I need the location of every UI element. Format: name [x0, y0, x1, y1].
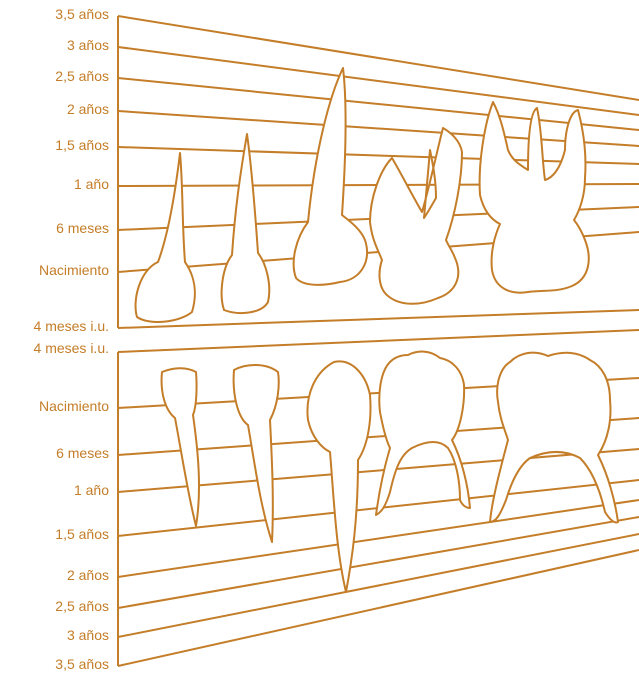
- upper-line-4m-iu: [118, 310, 639, 328]
- lower-label-4m-iu: 4 meses i.u.: [34, 340, 109, 356]
- lower-line-3-5: [118, 550, 639, 666]
- upper-label-2: 2 años: [67, 101, 109, 117]
- upper-tooth-central-incisor: [136, 153, 195, 322]
- lower-teeth-group: [162, 352, 618, 592]
- lower-line-3: [118, 534, 639, 637]
- upper-tooth-first-molar: [370, 128, 462, 304]
- upper-tooth-canine: [294, 68, 367, 285]
- lower-label-3-5: 3,5 años: [55, 656, 109, 672]
- upper-line-2: [118, 111, 639, 146]
- upper-label-birth: Nacimiento: [39, 262, 109, 278]
- upper-label-1: 1 año: [74, 176, 109, 192]
- lower-tooth-central-incisor: [162, 368, 199, 526]
- upper-label-3-5: 3,5 años: [55, 6, 109, 22]
- upper-teeth-group: [136, 68, 589, 322]
- lower-label-1: 1 año: [74, 482, 109, 498]
- lower-tooth-first-molar: [376, 352, 470, 515]
- lower-label-6m: 6 meses: [56, 445, 109, 461]
- upper-label-2-5: 2,5 años: [55, 68, 109, 84]
- lower-tooth-lateral-incisor: [234, 365, 279, 542]
- upper-tooth-second-molar: [480, 102, 589, 293]
- lower-label-2: 2 años: [67, 567, 109, 583]
- upper-label-4m-iu: 4 meses i.u.: [34, 318, 109, 334]
- lower-tooth-canine: [307, 361, 370, 592]
- lower-tooth-second-molar: [490, 353, 618, 523]
- lower-label-2-5: 2,5 años: [55, 598, 109, 614]
- lower-label-3: 3 años: [67, 627, 109, 643]
- lower-line-2-5: [118, 517, 639, 608]
- lower-label-1-5: 1,5 años: [55, 526, 109, 542]
- lower-label-birth: Nacimiento: [39, 398, 109, 414]
- upper-label-6m: 6 meses: [56, 220, 109, 236]
- lower-line-4m-iu: [118, 330, 639, 352]
- upper-label-3: 3 años: [67, 37, 109, 53]
- upper-label-1-5: 1,5 años: [55, 137, 109, 153]
